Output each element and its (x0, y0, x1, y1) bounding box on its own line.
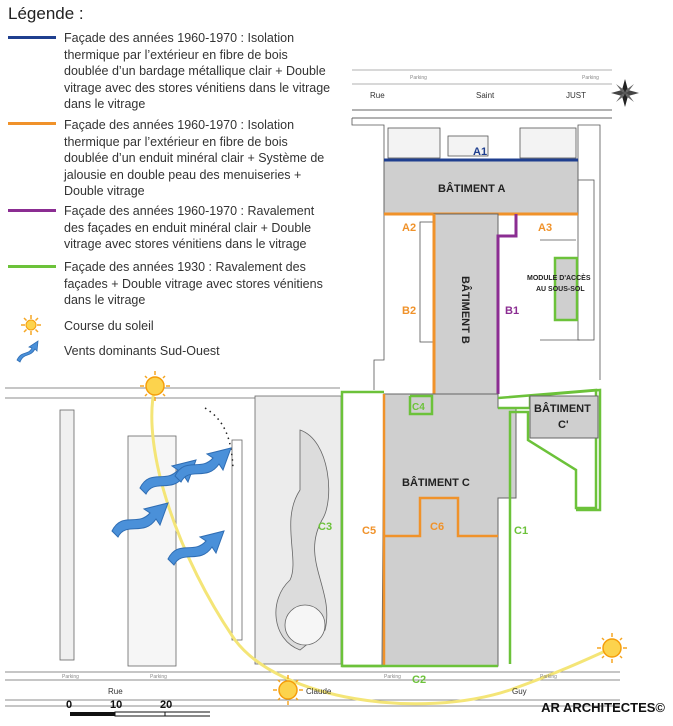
legend-line-blue (8, 36, 56, 39)
sun-icon-right (597, 633, 627, 663)
label-module-1: MODULE D'ACCÈS (527, 273, 591, 282)
sun-icon-top (140, 371, 170, 401)
street-rue-top: Rue (370, 91, 385, 100)
legend-title: Légende : (8, 4, 84, 23)
label-c2: C2 (412, 674, 426, 686)
facade-c6-line (384, 496, 498, 538)
module-acces (553, 256, 579, 322)
legend-line-purple (8, 209, 56, 212)
parking-label-bottom-4: Parking (540, 674, 557, 680)
building-a (383, 159, 579, 215)
building-c (381, 393, 517, 667)
label-building-c-prime-1: BÂTIMENT (534, 402, 591, 415)
label-building-c-prime-2: C' (558, 419, 569, 431)
sun-path (150, 385, 613, 706)
top-street: Parking Parking Rue Saint JUST (352, 69, 612, 119)
facade-b1-line (496, 214, 518, 394)
label-c1: C1 (514, 525, 528, 537)
dotted-arc (204, 407, 234, 471)
label-c6: C6 (430, 521, 444, 533)
street-just: JUST (566, 91, 586, 100)
label-c3: C3 (318, 521, 332, 533)
compass-icon (611, 79, 639, 107)
label-b2: B2 (402, 305, 416, 317)
upper-block-context (351, 118, 601, 390)
label-a1: A1 (473, 146, 487, 158)
street-saint: Saint (476, 91, 495, 100)
parking-label-bottom-1: Parking (62, 674, 79, 680)
street-guy: Guy (512, 687, 527, 696)
parking-label-top-1: Parking (410, 75, 427, 81)
wind-arrow-3 (111, 502, 169, 538)
wind-arrow-4 (167, 530, 225, 566)
parking-label-top-2: Parking (582, 75, 599, 81)
legend-text-purple: Façade des années 1960-1970 : Ravalement… (64, 204, 315, 251)
wind-icon (16, 340, 39, 363)
parking-label-bottom-2: Parking (150, 674, 167, 680)
legend-line-orange (8, 122, 56, 125)
sun-icon-bottom (273, 675, 303, 705)
legend-sun-text: Course du soleil (64, 319, 154, 333)
street-claude: Claude (306, 687, 332, 696)
building-b (433, 213, 499, 395)
label-building-b: BÂTIMENT B (459, 276, 472, 344)
label-a3: A3 (538, 222, 552, 234)
scale-0: 0 (66, 699, 72, 711)
scale-20: 20 (160, 699, 172, 711)
street-rue-bottom: Rue (108, 687, 123, 696)
legend-line-green (8, 265, 56, 268)
legend-text-blue: Façade des années 1960-1970 : Isolation … (64, 31, 331, 111)
legend-text-orange: Façade des années 1960-1970 : Isolation … (64, 118, 325, 198)
scale-10: 10 (110, 699, 122, 711)
label-building-c: BÂTIMENT C (402, 476, 470, 489)
legend-wind-text: Vents dominants Sud-Ouest (64, 344, 220, 358)
label-a2: A2 (402, 222, 416, 234)
label-b1: B1 (505, 305, 519, 317)
scale-bar: 0 10 20 (66, 699, 210, 717)
wind-arrow-2 (174, 447, 232, 483)
building-c-prime (529, 395, 599, 439)
label-c4: C4 (412, 402, 425, 413)
facade-c-green-right (498, 388, 602, 512)
parking-label-bottom-3: Parking (384, 674, 401, 680)
legend-text-green: Façade des années 1930 : Ravalement des … (64, 260, 323, 307)
credit-text: AR ARCHITECTES© (541, 700, 665, 715)
sun-icon (21, 315, 41, 335)
facade-c4-line (408, 394, 434, 416)
label-module-2: AU SOUS-SOL (536, 286, 585, 293)
label-c5: C5 (362, 525, 376, 537)
label-building-a: BÂTIMENT A (438, 182, 505, 195)
lower-left-context (5, 387, 620, 707)
